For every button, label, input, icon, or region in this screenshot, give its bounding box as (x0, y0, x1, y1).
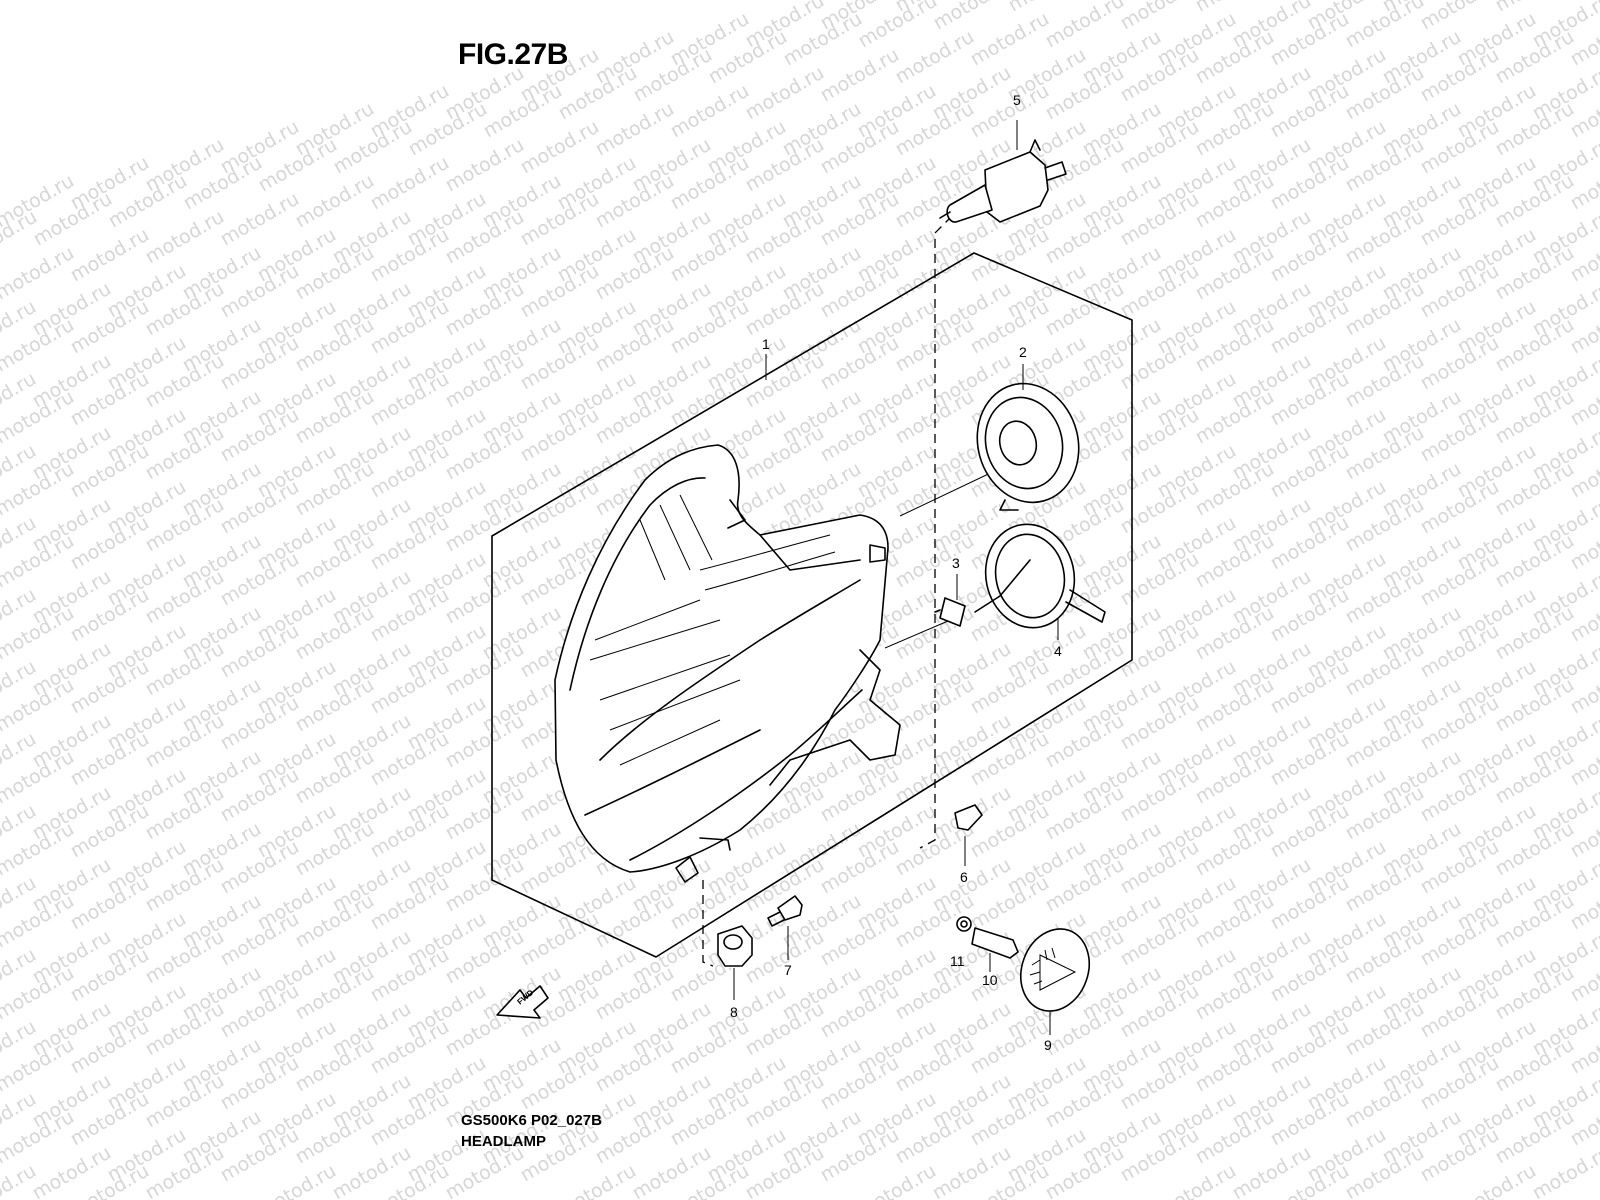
callout-3: 3 (952, 555, 960, 571)
callout-1: 1 (762, 336, 770, 352)
socket-cover-part (976, 364, 1080, 511)
stud-part (971, 927, 1019, 972)
position-socket-part (934, 574, 966, 627)
drawing-name: HEADLAMP (461, 1133, 546, 1150)
callout-9: 9 (1044, 1037, 1052, 1053)
callout-8: 8 (730, 1004, 738, 1020)
washer-part (956, 916, 972, 932)
callout-4: 4 (1054, 643, 1062, 659)
callout-11: 11 (950, 953, 965, 969)
grommet-part (974, 523, 1106, 640)
assembly-box-outline (491, 252, 1133, 958)
figure-title: FIG.27B (458, 38, 568, 71)
cushion-part (717, 925, 753, 1000)
part-alignment-lines (702, 215, 1002, 967)
headlamp-housing (554, 444, 901, 883)
bulb-part (939, 120, 1067, 223)
callout-6: 6 (960, 869, 968, 885)
callout-2: 2 (1019, 344, 1027, 360)
position-bulb-part (954, 804, 983, 866)
drawing-code: GS500K6 P02_027B (461, 1112, 602, 1129)
callout-7: 7 (784, 962, 792, 978)
callout-5: 5 (1013, 92, 1021, 108)
callout-10: 10 (982, 972, 998, 988)
fwd-arrow-icon: FWD (496, 985, 549, 1019)
screw-part (767, 895, 803, 960)
callout-numbers: 1 2 3 4 5 6 7 8 9 10 11 (730, 92, 1062, 1053)
reflector-part (1020, 928, 1090, 1035)
